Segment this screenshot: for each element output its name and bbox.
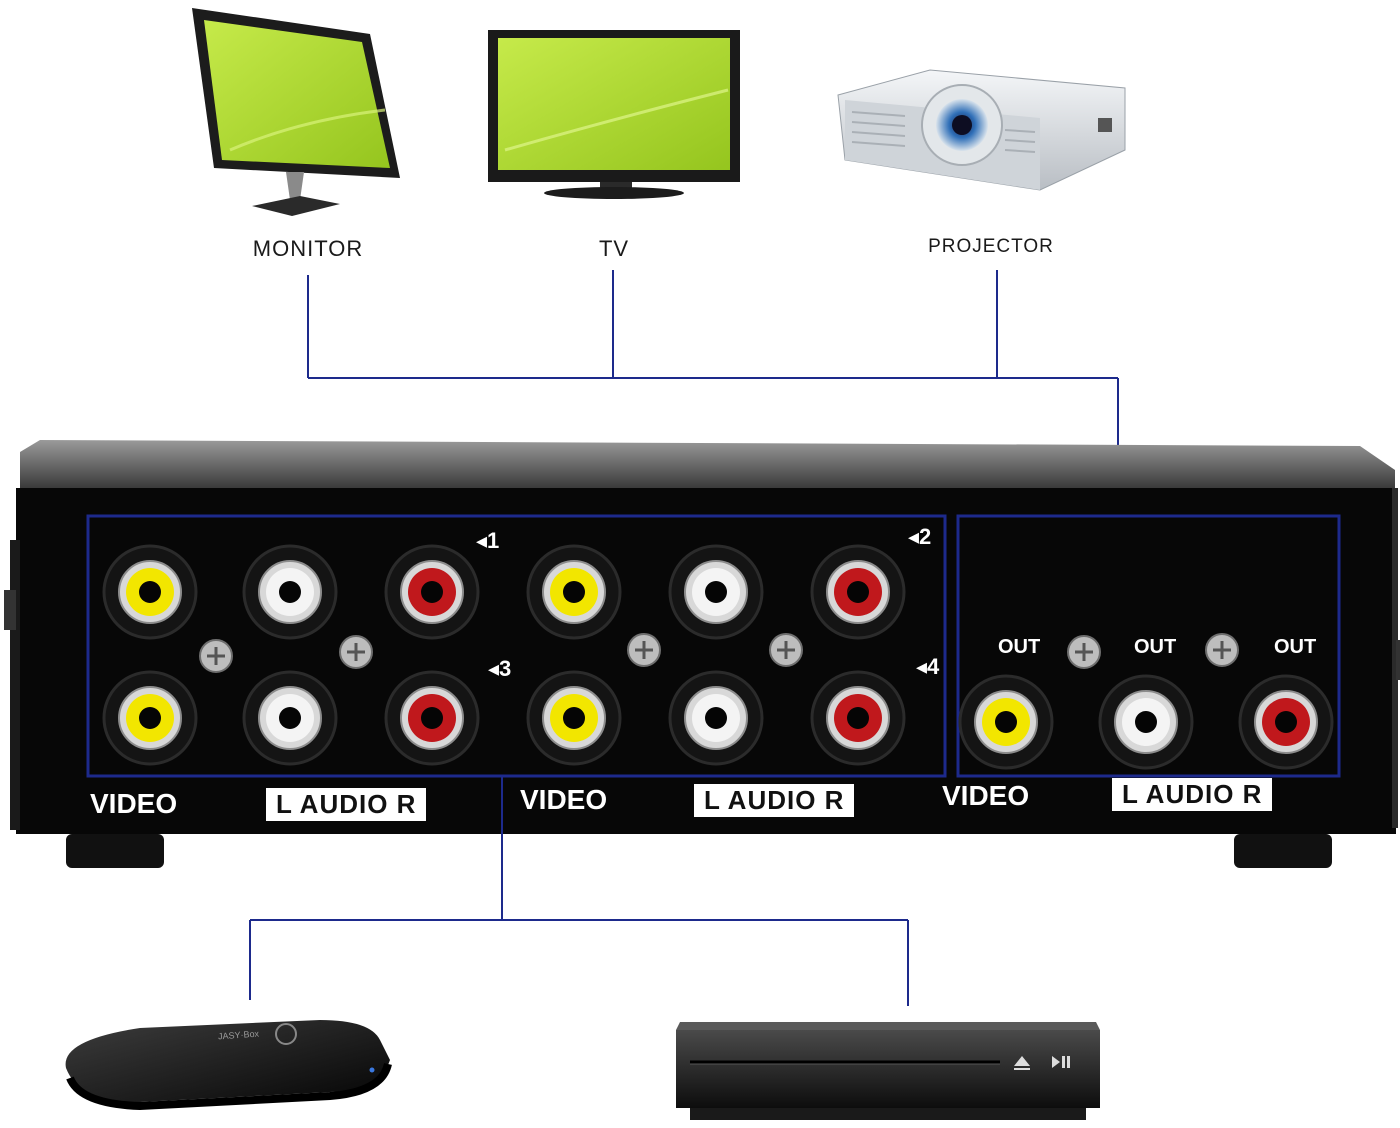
channel-1-label: ◂1	[476, 528, 500, 553]
video-out-label: OUT	[998, 636, 1041, 658]
audio-left-out-label: OUT	[1134, 636, 1177, 658]
input-2-audio-left-jack[interactable]	[668, 544, 764, 640]
audio-right-out-label: OUT	[1274, 636, 1317, 658]
rca-jacks	[102, 544, 1334, 770]
output-audio-right-jack[interactable]	[1238, 674, 1334, 770]
input-1-video-jack[interactable]	[102, 544, 198, 640]
input-1-audio-left-jack[interactable]	[242, 544, 338, 640]
screw-2	[339, 635, 373, 669]
input-4-audio-left-jack[interactable]	[668, 670, 764, 766]
input-3-video-jack[interactable]	[102, 670, 198, 766]
projector-icon	[837, 69, 1126, 191]
video-input-label-1: VIDEO	[90, 788, 178, 819]
monitor-label: MONITOR	[252, 236, 364, 261]
screw-5	[1067, 635, 1101, 669]
input-1-audio-right-jack[interactable]	[384, 544, 480, 640]
source-wiring	[249, 776, 909, 1006]
tv-icon	[488, 30, 740, 199]
channel-2-label: ◂2	[908, 524, 932, 549]
input-4-audio-right-jack[interactable]	[810, 670, 906, 766]
media-box-icon	[65, 1020, 392, 1111]
output-video-jack[interactable]	[958, 674, 1054, 770]
input-ports-frame	[86, 514, 947, 778]
monitor-icon	[192, 8, 400, 216]
audio-input-label-1: L AUDIO R	[266, 788, 427, 821]
audio-output-label: L AUDIO R	[1112, 778, 1273, 811]
video-output-label: VIDEO	[942, 780, 1030, 811]
input-3-audio-right-jack[interactable]	[384, 670, 480, 766]
screw-4	[769, 633, 803, 667]
input-2-video-jack[interactable]	[526, 544, 622, 640]
screw-3	[627, 633, 661, 667]
projector-label: PROJECTOR	[928, 236, 1054, 257]
input-2-audio-right-jack[interactable]	[810, 544, 906, 640]
tv-label: TV	[598, 236, 630, 261]
screw-1	[199, 639, 233, 673]
input-3-audio-left-jack[interactable]	[242, 670, 338, 766]
dvd-player-icon	[676, 1022, 1100, 1120]
audio-input-label-2: L AUDIO R	[694, 784, 855, 817]
play-pause-icon	[1052, 1056, 1060, 1068]
channel-3-label: ◂3	[488, 656, 512, 681]
input-4-video-jack[interactable]	[526, 670, 622, 766]
screws	[199, 633, 1239, 673]
output-audio-left-jack[interactable]	[1098, 674, 1194, 770]
output-ports-frame	[956, 514, 1341, 778]
channel-4-label: ◂4	[916, 654, 940, 679]
video-input-label-2: VIDEO	[520, 784, 608, 815]
eject-icon	[1014, 1056, 1030, 1066]
screw-6	[1205, 633, 1239, 667]
